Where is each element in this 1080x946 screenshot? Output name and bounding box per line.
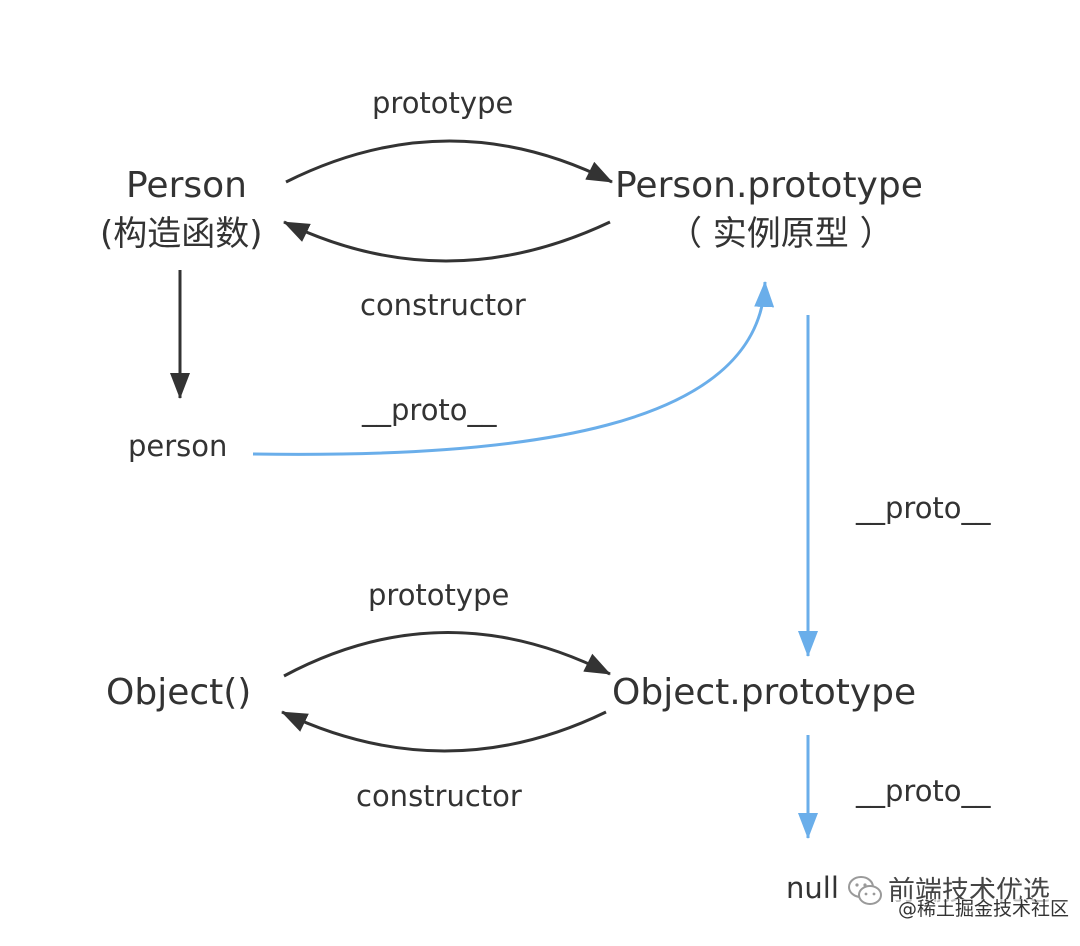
arrow-prototype-to-person (283, 220, 611, 263)
label-proto-person: __proto__ (362, 393, 497, 427)
label-prototype-top: prototype (372, 86, 514, 120)
arrow-instance-proto (252, 281, 775, 456)
arrow-object-to-prototype (283, 631, 611, 678)
label-constructor-top: constructor (360, 288, 526, 322)
label-prototype-bottom: prototype (368, 578, 510, 612)
node-person: Person (126, 165, 247, 206)
node-person-note: (构造函数) (100, 214, 263, 254)
label-proto-person-prototype: __proto__ (856, 491, 991, 525)
wechat-icon (848, 876, 882, 905)
node-object-constructor: Object() (106, 672, 252, 713)
node-object-prototype: Object.prototype (612, 672, 917, 713)
watermark-subtitle: @稀土掘金技术社区 (896, 898, 1072, 920)
arrow-objectprototype-to-object (281, 710, 607, 753)
arrow-person-to-prototype (285, 139, 613, 184)
node-null: null (786, 871, 839, 905)
node-person-instance: person (128, 429, 228, 463)
node-person-prototype: Person.prototype (615, 165, 923, 206)
label-constructor-bottom: constructor (356, 779, 522, 813)
node-person-prototype-note: （ 实例原型 ） (668, 214, 894, 254)
label-proto-object-prototype: __proto__ (856, 774, 991, 808)
